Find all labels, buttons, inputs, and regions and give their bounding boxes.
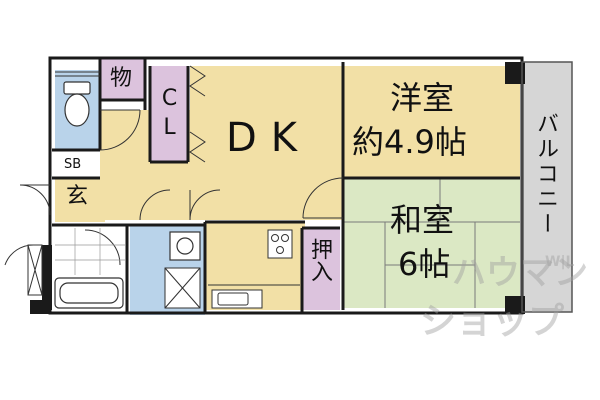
tatami-lines xyxy=(343,178,520,308)
oshiire-label: 押入 xyxy=(307,238,332,282)
closet-door xyxy=(189,65,206,97)
balcony-label: バルコニー xyxy=(533,112,558,237)
storage-area xyxy=(100,58,145,100)
bathtub-icon xyxy=(54,277,124,309)
balcony-outline xyxy=(521,61,573,313)
western-room-size: 約4.9帖 xyxy=(352,123,467,161)
washbasin-icon xyxy=(169,231,201,261)
sb-area xyxy=(55,153,100,178)
door-swings xyxy=(4,109,344,266)
dk-label: DK xyxy=(226,115,312,161)
japanese-room-label: 和室 xyxy=(390,201,455,239)
entrance-area xyxy=(55,178,105,222)
bath-tile-lines xyxy=(55,228,125,275)
japanese-room-area xyxy=(343,178,520,308)
closet-door-lower xyxy=(189,131,206,163)
watermark-line2: ショップ xyxy=(420,301,565,342)
entrance-label: 玄 xyxy=(66,184,89,209)
western-room-area xyxy=(343,66,520,178)
sb-label: SB xyxy=(64,157,82,172)
japanese-room-size: 6帖 xyxy=(398,245,451,283)
toilet-icon xyxy=(63,81,91,127)
exterior-lines xyxy=(27,244,43,296)
balcony-area xyxy=(522,62,572,312)
dk-area xyxy=(190,66,343,220)
closet-area xyxy=(150,66,188,162)
washing-machine-pan xyxy=(164,267,201,309)
stove-icon xyxy=(267,229,293,259)
watermark-line1: ハウマン xyxy=(452,253,588,293)
western-room-label: 洋室 xyxy=(390,79,455,117)
storage-label: 物 xyxy=(110,66,133,91)
columns xyxy=(30,62,525,314)
sink-icon xyxy=(211,289,263,309)
closet-label: CL xyxy=(157,86,182,144)
watermark-wl: W|L xyxy=(545,254,575,270)
oshiire-area xyxy=(302,228,340,310)
